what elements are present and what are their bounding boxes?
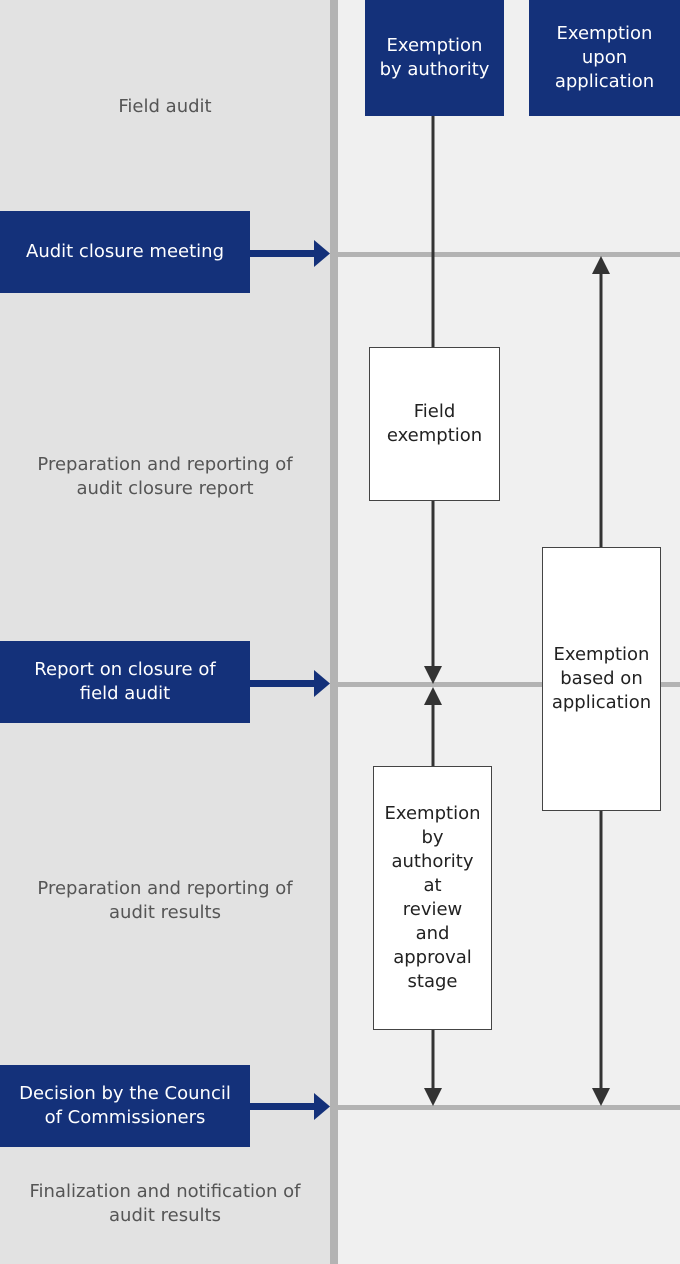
milestone-arrow-head-2 [314,670,330,697]
arrowhead-review-down [424,1088,442,1106]
milestone-arrow-shaft-1 [250,250,316,257]
phase-audit-results: Preparation and reporting of audit resul… [37,878,293,923]
box-exemption-based-on-application: Exemption based on application [542,547,661,811]
milestone-arrow-shaft-2 [250,680,316,687]
phase-closure-report: Preparation and reporting of audit closu… [37,454,293,499]
phase-column [0,0,330,1264]
milestone-council-decision: Decision by the Council of Commissioners [0,1065,250,1147]
milestone-arrow-shaft-3 [250,1103,316,1110]
milestone-arrow-head-1 [314,240,330,267]
header-exemption-by-authority: Exemption by authority [365,0,504,116]
timeline-line-council-decision [338,1105,680,1110]
arrowhead-application-up [592,256,610,274]
arrowhead-review-up [424,687,442,705]
phase-field-audit: Field audit [118,96,212,117]
header-exemption-upon-application: Exemption upon application [529,0,680,116]
timeline-line-closure-field-audit [338,682,680,687]
arrowhead-field-down [424,666,442,684]
timeline-line-closure-meeting [338,252,680,257]
arrowhead-application-down [592,1088,610,1106]
milestone-report-closure-field-audit: Report on closure of field audit [0,641,250,723]
box-field-exemption: Field exemption [369,347,500,501]
milestone-arrow-head-3 [314,1093,330,1120]
column-divider [330,0,338,1264]
phase-finalization: Finalization and notification of audit r… [29,1181,301,1226]
box-exemption-review-approval: Exemption by authority at review and app… [373,766,492,1030]
milestone-audit-closure-meeting: Audit closure meeting [0,211,250,293]
